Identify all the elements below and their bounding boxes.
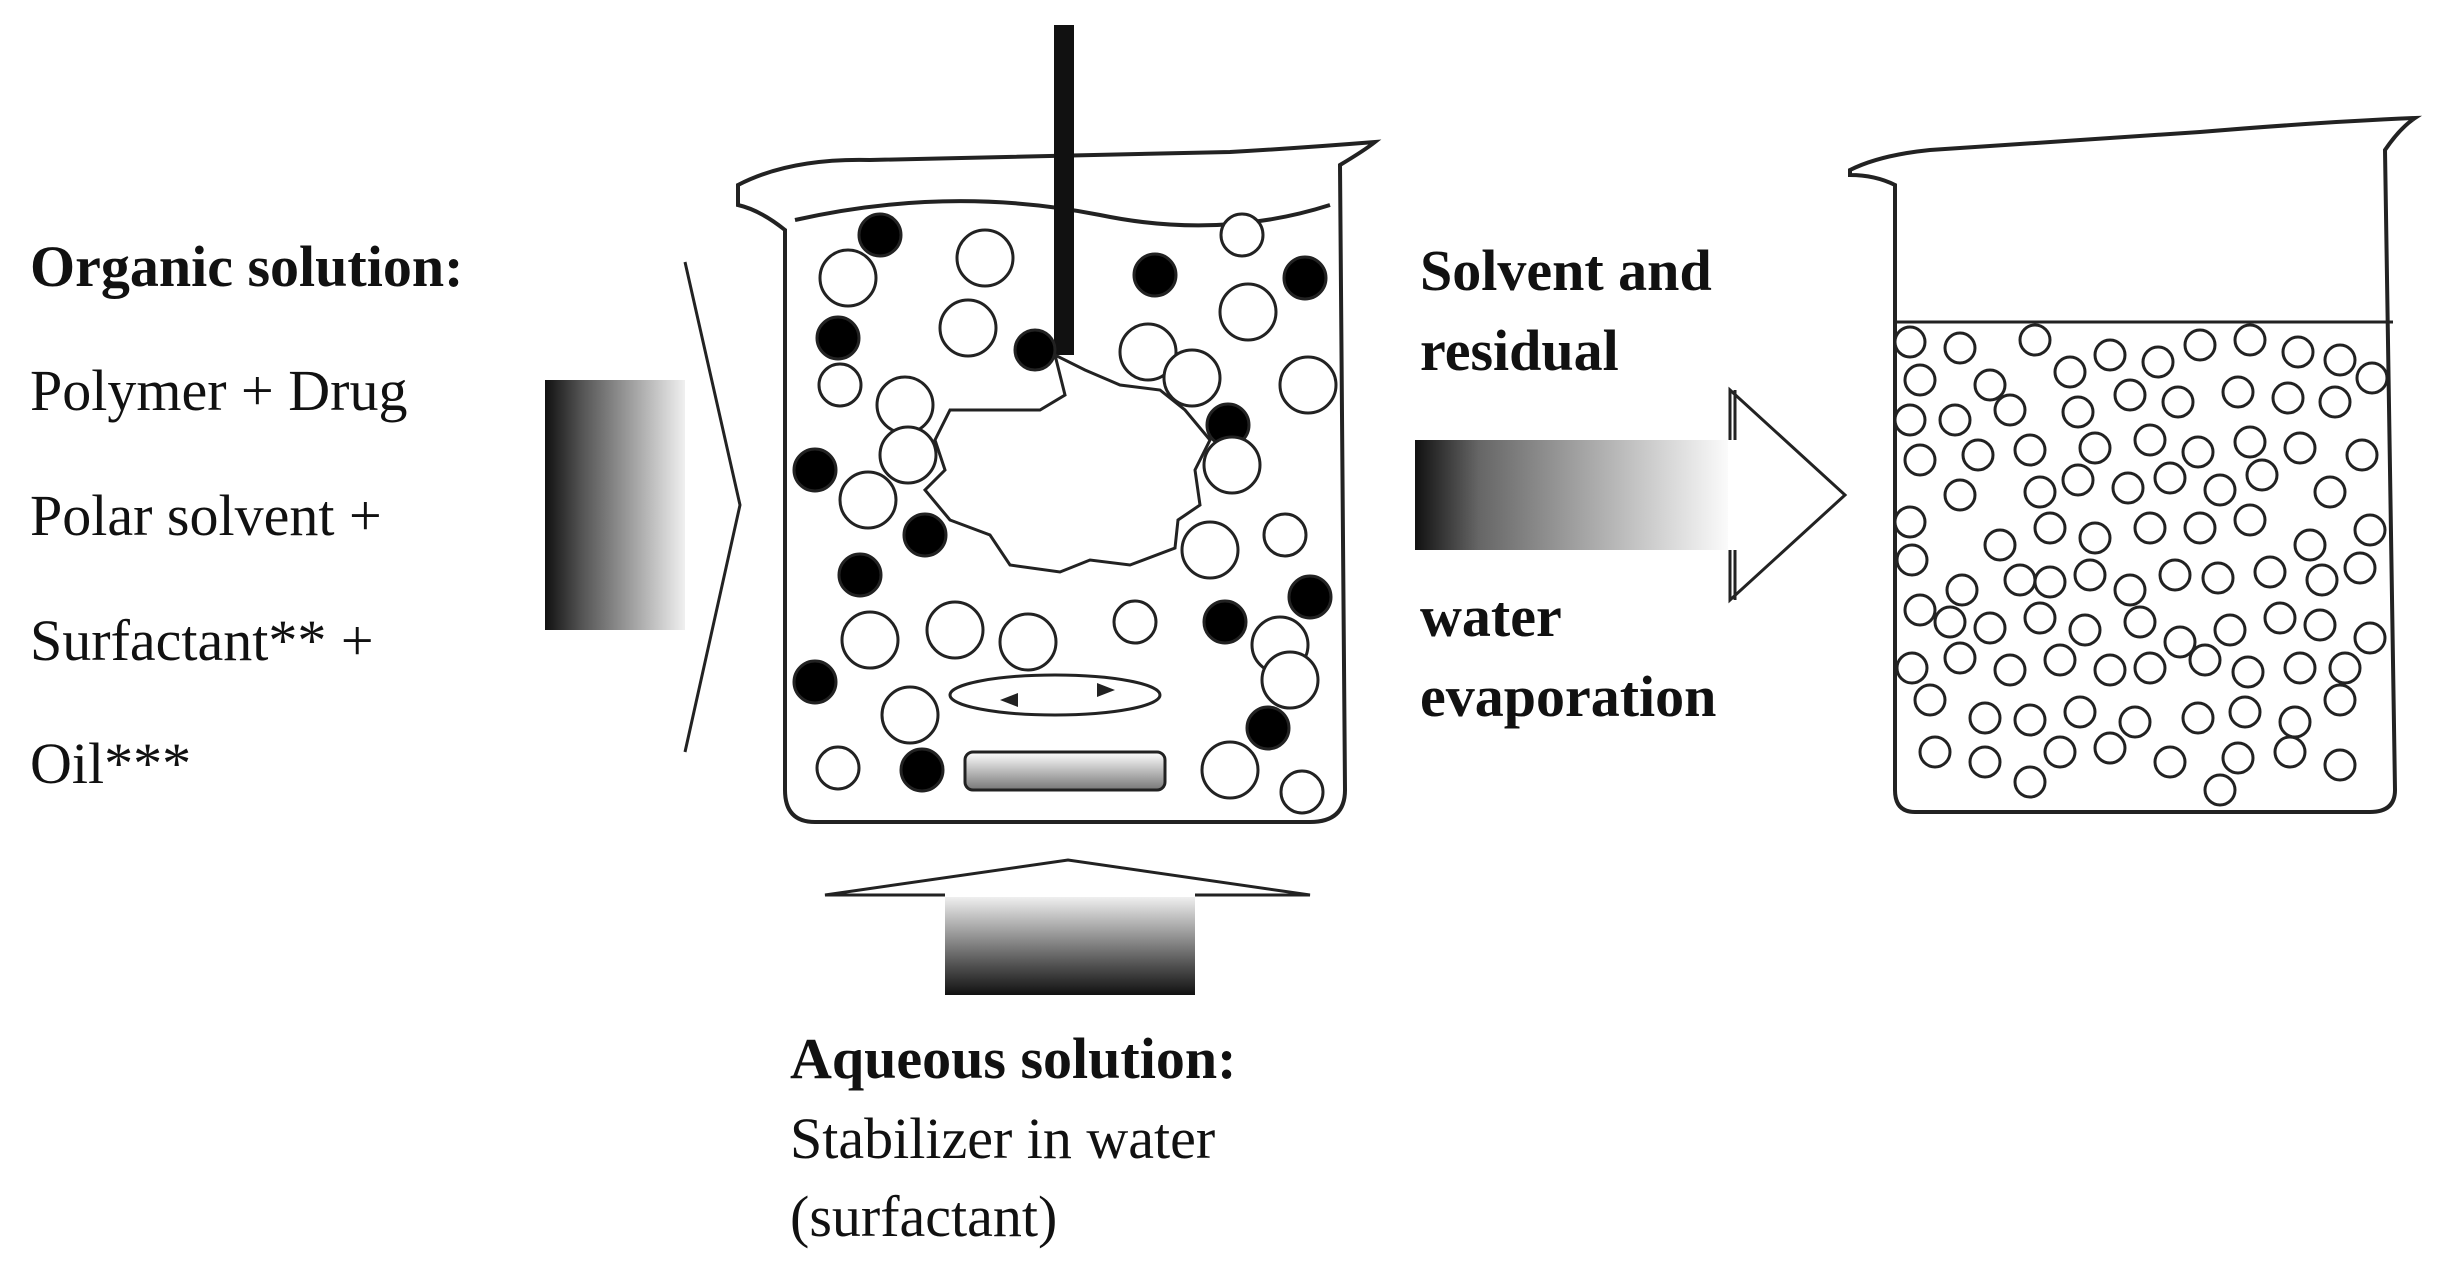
- aqueous-line-surfactant: (surfactant): [790, 1184, 1058, 1249]
- nanoparticle-beaker: [1848, 115, 2423, 814]
- magnetic-stir-bar: [948, 673, 1167, 792]
- organic-line-polar-solvent: Polar solvent +: [30, 483, 382, 548]
- organic-input-arrow: [545, 261, 742, 753]
- stirrer-rod: [1054, 25, 1074, 355]
- beaker-particles: [792, 212, 1338, 815]
- organic-line-oil: Oil***: [30, 731, 192, 796]
- evaporation-line-4: evaporation: [1420, 664, 1717, 729]
- evaporation-arrow: [1415, 386, 1848, 604]
- evaporation-line-3: water: [1420, 584, 1562, 649]
- organic-solution-heading: Organic solution:: [30, 234, 464, 299]
- organic-line-polymer-drug: Polymer + Drug: [30, 358, 408, 423]
- aqueous-line-stabilizer: Stabilizer in water: [790, 1106, 1216, 1171]
- aqueous-input-arrow: [824, 858, 1311, 995]
- evaporation-line-2: residual: [1420, 318, 1619, 383]
- organic-line-surfactant: Surfactant** +: [30, 608, 374, 673]
- aqueous-solution-heading: Aqueous solution:: [790, 1026, 1237, 1091]
- organic-phase-droplet: [922, 352, 1212, 574]
- nanoparticles: [1893, 323, 2389, 807]
- evaporation-line-1: Solvent and: [1420, 238, 1712, 303]
